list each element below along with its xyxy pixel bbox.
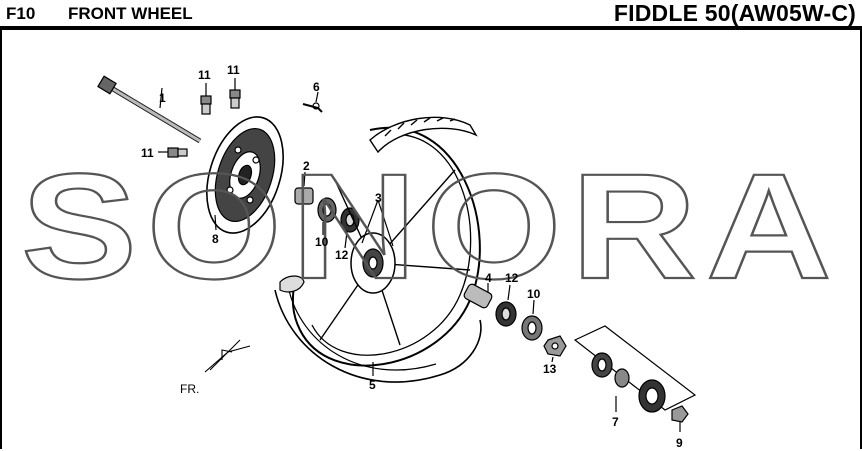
callout-3: 3 [375,191,382,205]
model-name: FIDDLE 50(AW05W-C) [613,0,856,26]
header-rule [0,26,862,30]
watermark-text: SONORA [21,142,841,310]
callout-8: 8 [212,232,219,246]
brake-disc [206,116,284,234]
tire-valve [302,91,323,113]
callout-6: 6 [313,80,320,94]
wheel-rim [274,116,482,383]
callout-13: 13 [543,362,557,376]
collar-right [463,283,493,309]
callout-4: 4 [485,271,492,285]
disc-bolt-1 [200,83,212,115]
section-code: F10 [6,4,36,23]
callout-12-left: 12 [335,248,349,262]
disc-bolt-3 [158,147,188,158]
small-nut [671,405,689,432]
bearing-right [495,284,517,327]
callout-5: 5 [369,378,376,392]
callout-10-right: 10 [527,287,541,301]
callout-2: 2 [303,159,310,173]
callout-12-right: 12 [505,271,519,285]
axle-bolt [97,75,202,144]
dust-seal-left [317,197,337,235]
callout-1: 1 [159,91,166,105]
speedometer-gear-box [573,325,697,413]
dust-seal-right [521,299,543,341]
callout-7: 7 [612,415,619,429]
callout-11-b: 11 [227,63,240,77]
front-direction-arrow [204,339,251,373]
direction-label: FR. [180,382,199,396]
callout-9: 9 [676,436,683,450]
collar [294,171,314,205]
diagram-frame [0,30,862,449]
callout-11-a: 11 [198,68,211,82]
callout-10-left: 10 [315,235,329,249]
section-title: FRONT WHEEL [68,4,193,23]
callout-11-c: 11 [141,146,154,160]
disc-bolt-2 [229,78,241,109]
axle-nut [543,335,567,363]
page-header: F10 FRONT WHEEL FIDDLE 50(AW05W-C) [0,0,862,28]
